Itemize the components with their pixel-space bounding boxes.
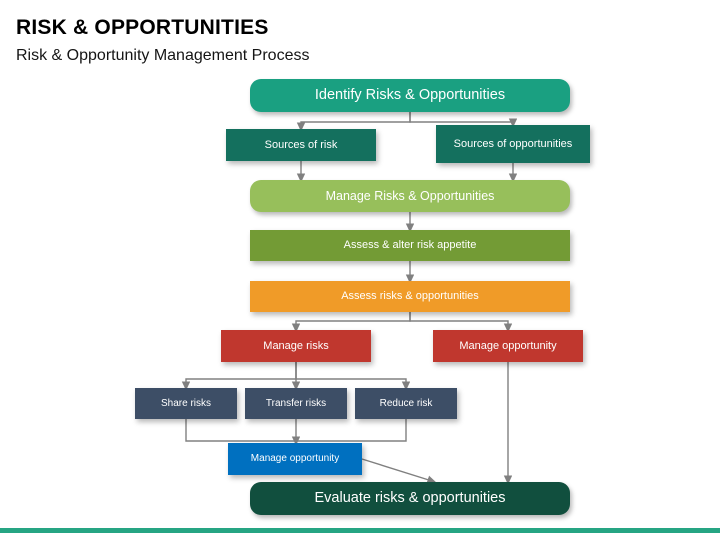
flow-node-label: Sources of opportunities	[453, 137, 573, 150]
flow-node-assess-risks-opps[interactable]: Assess risks & opportunities	[250, 281, 570, 312]
flow-node-share-risks[interactable]: Share risks	[135, 388, 237, 419]
edge-identify-to-sources-opportunities	[409, 112, 518, 128]
flow-node-label: Evaluate risks & opportunities	[314, 490, 506, 507]
flow-node-evaluate[interactable]: Evaluate risks & opportunities	[250, 482, 570, 515]
edge-manage-opportunity-to-evaluate	[361, 458, 437, 484]
flow-node-sources-opportunities[interactable]: Sources of opportunities	[436, 125, 590, 163]
flow-node-sources-risk[interactable]: Sources of risk	[226, 129, 376, 161]
flow-node-label: Identify Risks & Opportunities	[314, 87, 506, 104]
edge-identify-to-sources-risk	[296, 112, 411, 132]
rail-mitigation-left	[185, 419, 407, 442]
page-title: RISK & OPPORTUNITIES	[16, 16, 269, 39]
edge-manage-risks-to-share	[181, 362, 297, 391]
flow-node-label: Reduce risk	[379, 397, 433, 409]
flow-node-label: Manage opportunity	[459, 339, 557, 352]
flow-node-manage-risks[interactable]: Manage risks	[221, 330, 371, 362]
flow-node-transfer-risks[interactable]: Transfer risks	[245, 388, 347, 419]
flow-node-label: Assess & alter risk appetite	[343, 239, 477, 252]
flow-node-label: Assess risks & opportunities	[341, 290, 479, 303]
flow-node-label: Manage risks	[263, 339, 329, 352]
flow-node-label: Transfer risks	[265, 397, 327, 409]
flow-node-label: Manage opportunity	[250, 453, 340, 465]
flow-node-assess-appetite[interactable]: Assess & alter risk appetite	[250, 230, 570, 261]
page-subtitle: Risk & Opportunity Management Process	[16, 47, 310, 64]
edge-manage-risks-to-reduce	[295, 362, 411, 391]
flow-node-manage-opportunity-top[interactable]: Manage opportunity	[433, 330, 583, 362]
edge-assess-to-manage-risks	[291, 312, 411, 333]
flow-node-manage-opportunity-bottom[interactable]: Manage opportunity	[228, 443, 362, 475]
edge-assess-to-manage-opportunity	[409, 312, 513, 333]
flow-node-label: Share risks	[160, 397, 211, 409]
flow-node-label: Sources of risk	[264, 138, 338, 151]
flow-node-identify[interactable]: Identify Risks & Opportunities	[250, 79, 570, 112]
flow-node-reduce-risk[interactable]: Reduce risk	[355, 388, 457, 419]
flow-node-label: Manage Risks & Opportunities	[325, 188, 495, 203]
bottom-accent-bar	[0, 528, 720, 533]
flow-node-manage-risks-opps[interactable]: Manage Risks & Opportunities	[250, 180, 570, 212]
